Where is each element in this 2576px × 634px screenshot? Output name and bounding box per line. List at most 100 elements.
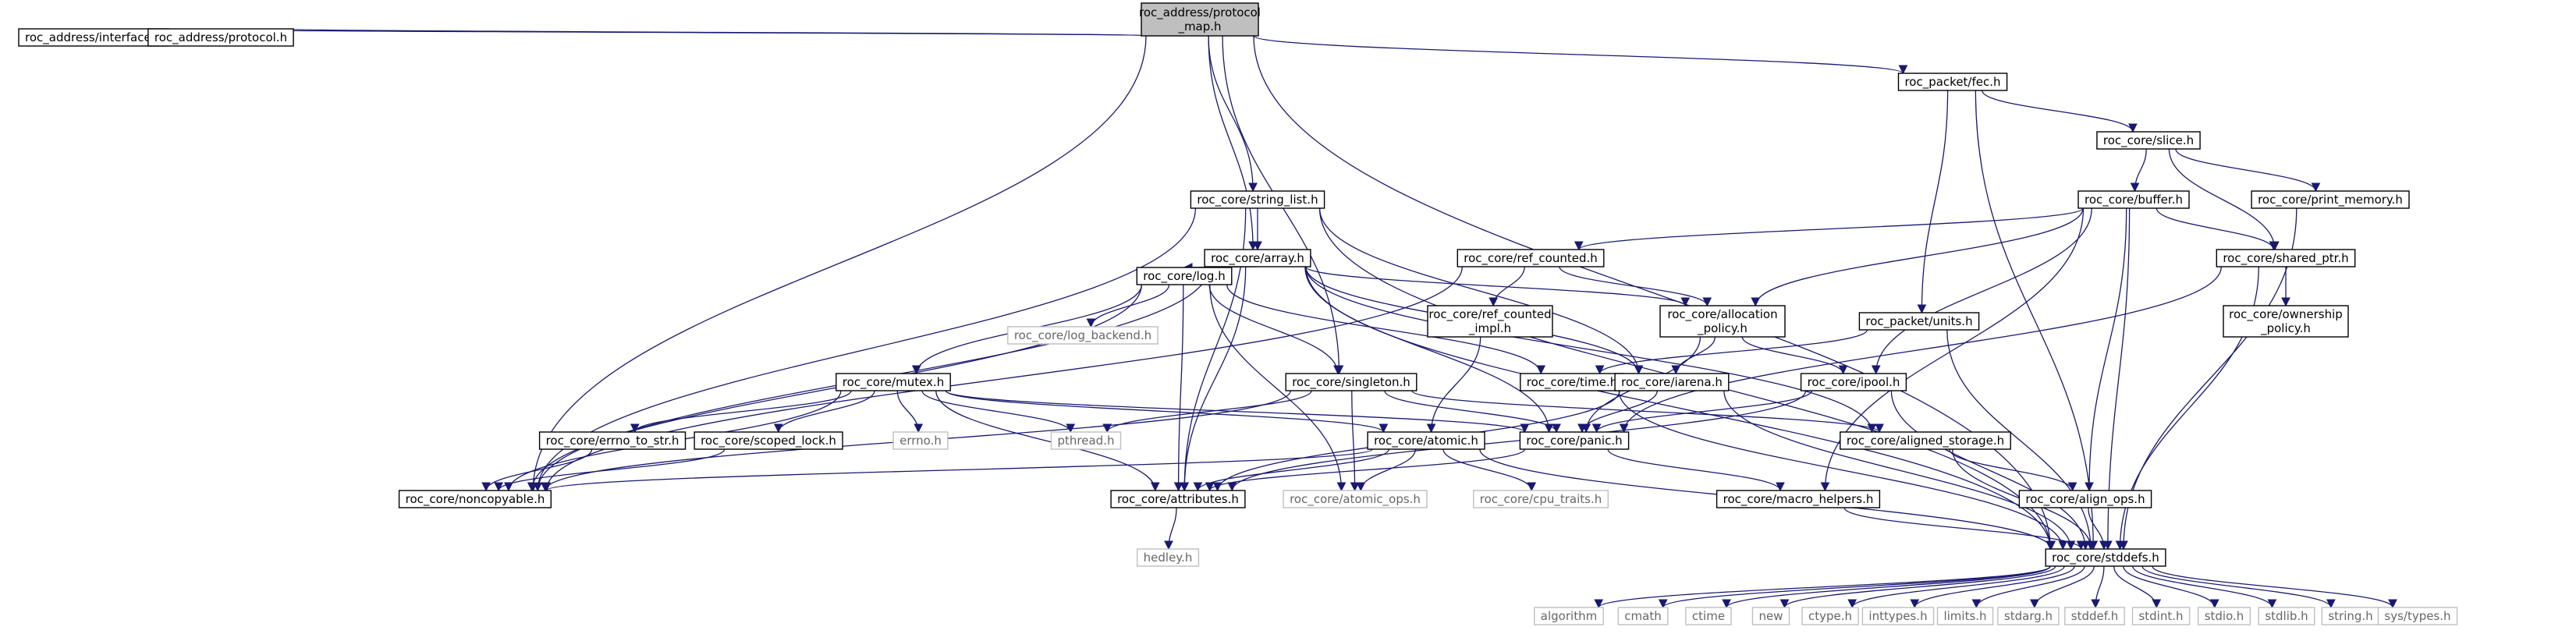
node-box [1858, 312, 1980, 331]
edge [1723, 390, 2076, 551]
node-mutex[interactable]: roc_core/mutex.h [836, 373, 951, 391]
edge-errnostr-to-noncopy [481, 448, 593, 492]
edge [1847, 565, 2065, 609]
edge-root-to-noncopy [528, 35, 1147, 492]
edge [494, 448, 726, 492]
edge-log-to-time [1226, 284, 1545, 375]
node-algorithm[interactable]: algorithm [1534, 607, 1604, 625]
node-box [694, 431, 843, 450]
edge [541, 266, 1463, 492]
node-root[interactable]: roc_address/protocol_map.h [1139, 2, 1261, 37]
node-box [2064, 607, 2125, 625]
node-macro[interactable]: roc_core/macro_helpers.h [1716, 490, 1881, 508]
node-box [1457, 249, 1605, 267]
node-iarena[interactable]: roc_core/iarena.h [1614, 373, 1730, 391]
node-log[interactable]: roc_core/log.h [1136, 267, 1233, 285]
node-stdlib[interactable]: stdlib.h [2258, 607, 2315, 625]
edge [1164, 507, 1177, 551]
node-ctime[interactable]: ctime [1685, 607, 1732, 625]
edge [528, 35, 1147, 492]
edge [1910, 565, 2075, 609]
node-inttypes[interactable]: inttypes.h [1861, 607, 1935, 625]
node-atomicops[interactable]: roc_core/atomic_ops.h [1283, 490, 1428, 508]
edge [1208, 35, 1258, 251]
edge-mutex-to-panic [945, 390, 1529, 434]
edge [1890, 390, 2091, 551]
node-errno[interactable]: errno.h [892, 431, 949, 450]
node-cmath[interactable]: cmath [1617, 607, 1669, 625]
node-atomic[interactable]: roc_core/atomic.h [1367, 431, 1485, 450]
node-refcnt[interactable]: roc_core/ref_counted.h [1457, 249, 1605, 267]
node-pthread[interactable]: pthread.h [1050, 431, 1122, 450]
node-stdio[interactable]: stdio.h [2197, 607, 2251, 625]
node-fec[interactable]: roc_packet/fec.h [1897, 73, 2008, 91]
node-label: roc_core/scoped_lock.h [701, 434, 836, 448]
node-iface[interactable]: roc_address/interface.h [18, 28, 169, 47]
node-scoped[interactable]: roc_core/scoped_lock.h [694, 431, 843, 450]
edge [2141, 565, 2336, 609]
node-alignops[interactable]: roc_core/align_ops.h [2018, 490, 2152, 508]
edge-stddefs-to-stdarg [2030, 565, 2095, 609]
node-cputraits[interactable]: roc_core/cpu_traits.h [1473, 490, 1609, 508]
node-sharedptr[interactable]: roc_core/shared_ptr.h [2216, 249, 2356, 267]
node-noncopy[interactable]: roc_core/noncopyable.h [398, 490, 552, 508]
node-label: roc_core/log.h [1143, 269, 1225, 284]
node-box [1617, 607, 1669, 625]
edge-iarena-to-panic [1577, 390, 1658, 434]
node-label: _policy.h [1697, 321, 1747, 336]
node-attrs[interactable]: roc_core/attributes.h [1110, 490, 1246, 508]
node-label: roc_core/panic.h [1526, 434, 1622, 448]
node-stdarg[interactable]: stdarg.h [1997, 607, 2060, 625]
node-box [1936, 607, 1994, 625]
node-refimpl[interactable]: roc_core/ref_counted_impl.h [1427, 305, 1553, 338]
node-label: roc_core/ownership [2229, 307, 2343, 322]
node-alloc[interactable]: roc_core/allocation_policy.h [1659, 305, 1786, 338]
node-strlist[interactable]: roc_core/string_list.h [1190, 190, 1325, 209]
node-label: roc_core/align_ops.h [2025, 492, 2145, 507]
node-label: roc_core/cpu_traits.h [1480, 492, 1602, 507]
node-string[interactable]: string.h [2321, 607, 2380, 625]
edge [1356, 448, 1416, 492]
edge [1971, 565, 2085, 609]
node-label: stdlib.h [2265, 609, 2308, 623]
node-label: ctime [1692, 609, 1725, 623]
node-stdint[interactable]: stdint.h [2131, 607, 2191, 625]
node-printmem[interactable]: roc_core/print_memory.h [2251, 190, 2410, 209]
node-units[interactable]: roc_packet/units.h [1858, 312, 1980, 331]
node-stddefs[interactable]: roc_core/stddefs.h [2045, 548, 2166, 567]
edge-array-to-stddefs [1305, 266, 2055, 551]
edge-singleton-to-atomicops [1350, 390, 1360, 492]
node-ctype[interactable]: ctype.h [1801, 607, 1859, 625]
node-time[interactable]: roc_core/time.h [1520, 373, 1625, 391]
node-box [1534, 607, 1604, 625]
node-systypes[interactable]: sys/types.h [2377, 607, 2458, 625]
node-new[interactable]: new [1751, 607, 1790, 625]
edge [1591, 390, 1812, 434]
node-hedley[interactable]: hedley.h [1136, 548, 1200, 567]
node-limits[interactable]: limits.h [1936, 607, 1994, 625]
node-aligned[interactable]: roc_core/aligned_storage.h [1840, 431, 2011, 450]
node-ipool[interactable]: roc_core/ipool.h [1800, 373, 1907, 391]
node-label: _impl.h [1468, 321, 1511, 336]
edge-log-to-atomicops [1209, 284, 1347, 492]
node-slice[interactable]: roc_core/slice.h [2096, 131, 2201, 150]
node-singleton[interactable]: roc_core/singleton.h [1285, 373, 1418, 391]
node-buffer[interactable]: roc_core/buffer.h [2077, 190, 2190, 209]
node-errnostr[interactable]: roc_core/errno_to_str.h [538, 431, 687, 450]
edge [1574, 207, 2084, 251]
edge-attrs-to-hedley [1164, 507, 1177, 551]
node-panic[interactable]: roc_core/panic.h [1519, 431, 1630, 450]
node-box [1136, 267, 1233, 285]
edge-fec-to-units [1917, 90, 1949, 314]
node-stddef[interactable]: stddef.h [2064, 607, 2125, 625]
node-logbackend[interactable]: roc_core/log_backend.h [1007, 326, 1158, 345]
node-owner[interactable]: roc_core/ownership_policy.h [2223, 305, 2349, 338]
node-box [1427, 305, 1553, 338]
edge [481, 448, 593, 492]
node-label: roc_core/macro_helpers.h [1723, 492, 1874, 507]
edge [1193, 448, 1389, 492]
node-proto[interactable]: roc_address/protocol.h [147, 28, 294, 47]
node-array[interactable]: roc_core/array.h [1204, 249, 1311, 267]
edge [1488, 266, 1525, 307]
node-box [2077, 190, 2190, 209]
